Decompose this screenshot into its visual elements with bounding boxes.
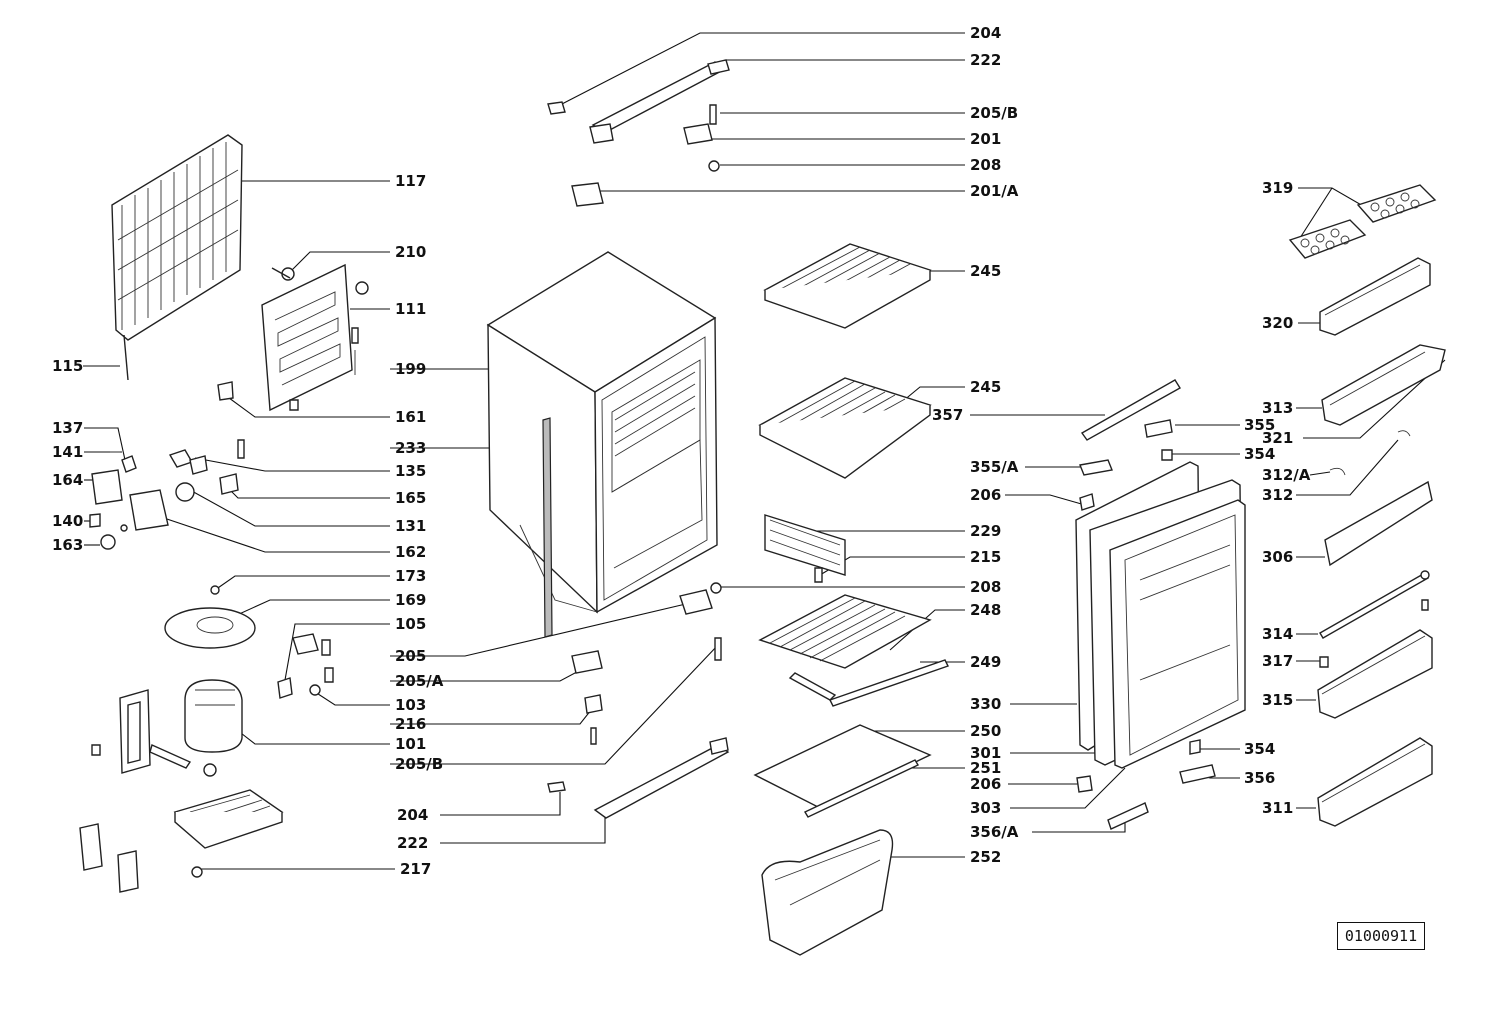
part-label: 205/A — [395, 672, 444, 690]
part-label: 330 — [970, 695, 1001, 713]
part-label: 206 — [970, 775, 1001, 793]
wire-shelves — [758, 243, 949, 707]
part-label: 357 — [932, 406, 963, 424]
part-label: 201/A — [970, 182, 1019, 200]
top-hinge-parts — [547, 59, 730, 207]
part-label: 199 — [395, 360, 426, 378]
part-label: 311 — [1262, 799, 1293, 817]
part-label: 204 — [970, 24, 1001, 42]
part-label: 249 — [970, 653, 1001, 671]
part-label: 201 — [970, 130, 1001, 148]
part-label: 355/A — [970, 458, 1019, 476]
part-label: 251 — [970, 759, 1001, 777]
part-label: 216 — [395, 715, 426, 733]
part-label: 205/B — [970, 104, 1018, 122]
part-label: 135 — [395, 462, 426, 480]
part-label: 229 — [970, 522, 1001, 540]
part-label: 111 — [395, 300, 426, 318]
part-label: 162 — [395, 543, 426, 561]
part-label: 204 — [397, 806, 428, 824]
part-label: 314 — [1262, 625, 1293, 643]
part-label: 245 — [970, 262, 1001, 280]
part-label: 354 — [1244, 445, 1275, 463]
compressor-assembly — [79, 585, 334, 893]
part-label: 320 — [1262, 314, 1293, 332]
part-label: 222 — [970, 51, 1001, 69]
part-label: 208 — [970, 156, 1001, 174]
part-label: 115 — [52, 357, 83, 375]
part-label: 141 — [52, 443, 83, 461]
door-accessories — [1288, 184, 1446, 827]
part-label: 319 — [1262, 179, 1293, 197]
part-label: 215 — [970, 548, 1001, 566]
electrical-components — [89, 439, 245, 550]
part-label: 169 — [395, 591, 426, 609]
part-label: 250 — [970, 722, 1001, 740]
part-label: 205 — [395, 647, 426, 665]
part-label: 321 — [1262, 429, 1293, 447]
part-label: 356/A — [970, 823, 1019, 841]
part-label: 117 — [395, 172, 426, 190]
part-label: 303 — [970, 799, 1001, 817]
part-label: 163 — [52, 536, 83, 554]
cabinet-199 — [486, 251, 718, 638]
part-label: 354 — [1244, 740, 1275, 758]
drawing-code-box: 01000911 — [1337, 922, 1425, 950]
part-label: 208 — [970, 578, 1001, 596]
part-label: 222 — [397, 834, 428, 852]
part-label: 217 — [400, 860, 431, 878]
crisper-parts — [753, 724, 932, 956]
part-label: 313 — [1262, 399, 1293, 417]
part-label: 248 — [970, 601, 1001, 619]
part-label: 105 — [395, 615, 426, 633]
part-label: 205/B — [395, 755, 443, 773]
part-labels: 204 222 205/B 201 208 201/A 117 210 111 … — [52, 24, 1311, 878]
part-label: 206 — [970, 486, 1001, 504]
part-label: 356 — [1244, 769, 1275, 787]
part-label: 312/A — [1262, 466, 1311, 484]
condenser-coil-117 — [111, 134, 243, 381]
leader-lines — [83, 32, 1446, 870]
part-label: 312 — [1262, 486, 1293, 504]
part-label: 245 — [970, 378, 1001, 396]
part-label: 173 — [395, 567, 426, 585]
part-label: 315 — [1262, 691, 1293, 709]
door-assembly — [1075, 379, 1246, 830]
part-label: 301 — [970, 744, 1001, 762]
part-label: 101 — [395, 735, 426, 753]
part-label: 137 — [52, 419, 83, 437]
part-label: 161 — [395, 408, 426, 426]
part-label: 140 — [52, 512, 83, 530]
bottom-hinge-parts — [547, 582, 730, 819]
part-label: 233 — [395, 439, 426, 457]
part-label: 252 — [970, 848, 1001, 866]
part-label: 164 — [52, 471, 83, 489]
part-label: 317 — [1262, 652, 1293, 670]
part-label: 131 — [395, 517, 426, 535]
evaporator-plate-111 — [217, 263, 369, 412]
part-label: 210 — [395, 243, 426, 261]
part-label: 306 — [1262, 548, 1293, 566]
part-label: 103 — [395, 696, 426, 714]
part-label: 355 — [1244, 416, 1275, 434]
part-label: 165 — [395, 489, 426, 507]
